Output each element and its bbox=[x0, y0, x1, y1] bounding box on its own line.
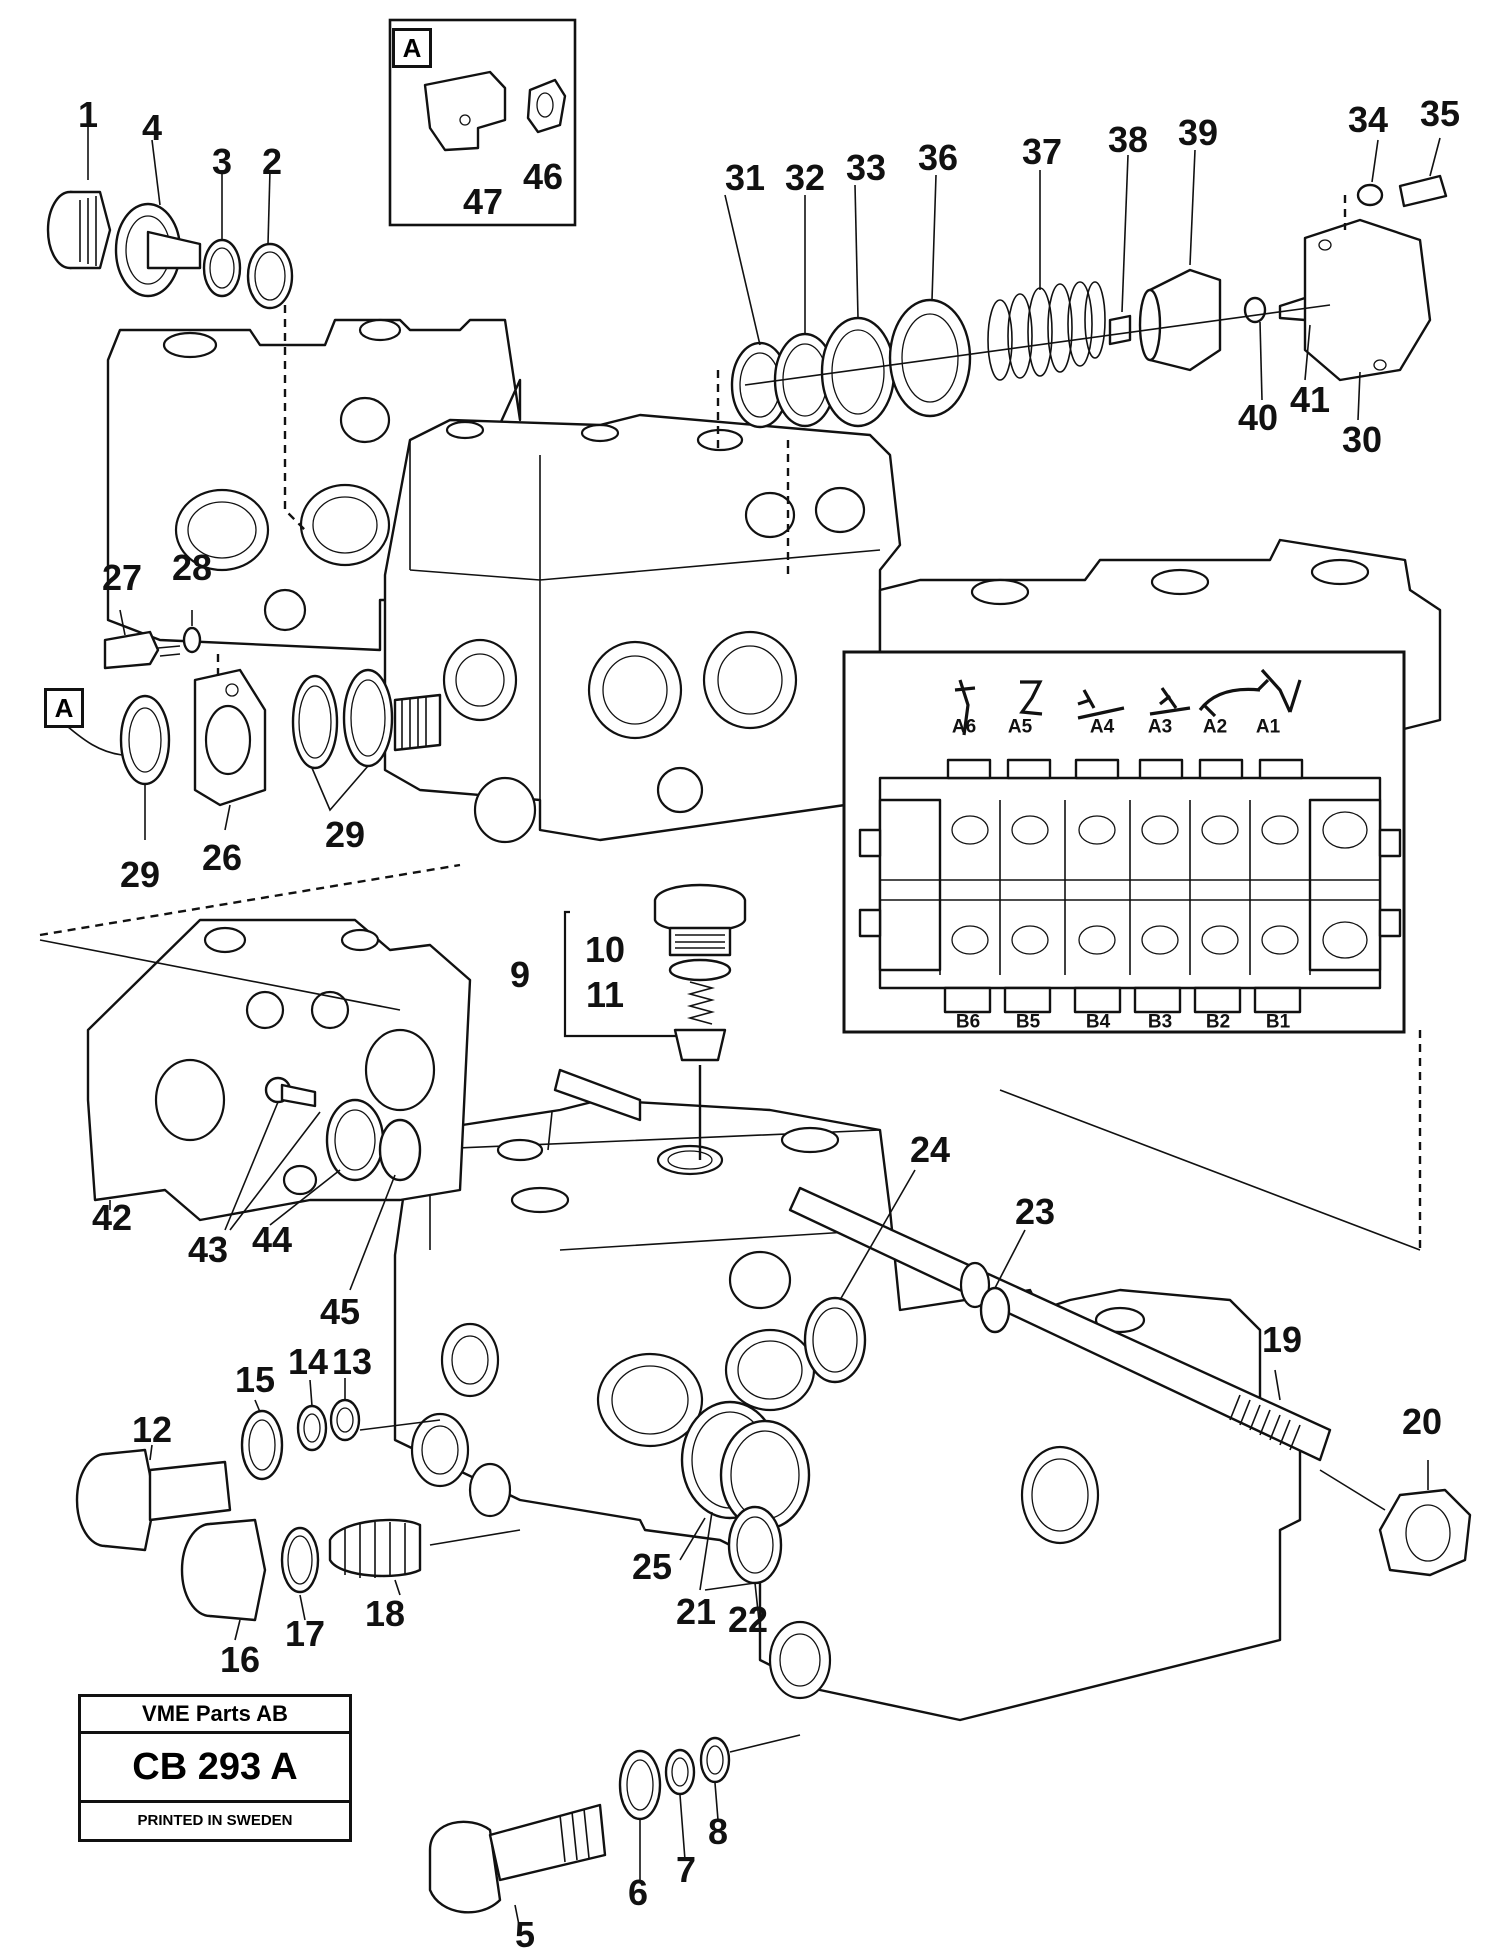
inset-port-a6: A6 bbox=[951, 716, 977, 738]
inset-port-a4: A4 bbox=[1089, 716, 1115, 738]
callout-43: 43 bbox=[187, 1229, 229, 1270]
port-flange-parts bbox=[59, 626, 394, 807]
spring-37 bbox=[987, 281, 1106, 381]
check-valve-parts bbox=[563, 883, 747, 1160]
callout-29-right: 29 bbox=[324, 814, 366, 855]
callout-26: 26 bbox=[201, 837, 243, 878]
callout-38: 38 bbox=[1107, 119, 1149, 160]
callout-40: 40 bbox=[1237, 397, 1279, 438]
callout-19: 19 bbox=[1261, 1319, 1303, 1360]
callout-37: 37 bbox=[1021, 131, 1063, 172]
callout-45: 45 bbox=[319, 1291, 361, 1332]
callout-28: 28 bbox=[171, 547, 213, 588]
stamp-drawing-number: CB 293 A bbox=[81, 1734, 349, 1803]
title-stamp: VME Parts AB CB 293 A PRINTED IN SWEDEN bbox=[78, 1694, 352, 1842]
nut-20-bore bbox=[1405, 1504, 1451, 1562]
callout-11: 11 bbox=[585, 974, 625, 1015]
leader-lines bbox=[87, 125, 1441, 1931]
stamp-company: VME Parts AB bbox=[81, 1697, 349, 1734]
callout-34: 34 bbox=[1347, 99, 1389, 140]
callout-21: 21 bbox=[675, 1591, 717, 1632]
callout-1: 1 bbox=[77, 94, 99, 135]
callout-25: 25 bbox=[631, 1546, 673, 1587]
callout-29-left: 29 bbox=[119, 854, 161, 895]
detail-a-marker-top: A bbox=[392, 28, 432, 68]
callout-17: 17 bbox=[284, 1613, 326, 1654]
callout-23: 23 bbox=[1014, 1191, 1056, 1232]
inset-port-b2: B2 bbox=[1205, 1011, 1231, 1033]
callout-16: 16 bbox=[219, 1639, 261, 1680]
callout-2: 2 bbox=[261, 141, 283, 182]
detail-a-marker-left: A bbox=[44, 688, 84, 728]
callout-7: 7 bbox=[675, 1849, 697, 1890]
detail-a-box bbox=[388, 18, 577, 227]
callout-35: 35 bbox=[1419, 93, 1461, 134]
callout-4: 4 bbox=[141, 107, 163, 148]
callout-6: 6 bbox=[627, 1872, 649, 1913]
callout-20: 20 bbox=[1401, 1401, 1443, 1442]
inset-port-b5: B5 bbox=[1015, 1011, 1041, 1033]
inlet-parts bbox=[46, 190, 306, 531]
callout-5: 5 bbox=[514, 1914, 536, 1955]
callout-14: 14 bbox=[287, 1341, 329, 1382]
stamp-printed: PRINTED IN SWEDEN bbox=[137, 1811, 293, 1829]
callout-36: 36 bbox=[917, 137, 959, 178]
callout-13: 13 bbox=[331, 1341, 373, 1382]
relief-valve-parts bbox=[716, 174, 1448, 580]
oring-parts bbox=[680, 1286, 1011, 1585]
callout-3: 3 bbox=[211, 141, 233, 182]
callout-46: 46 bbox=[522, 156, 564, 197]
bottom-plug-parts bbox=[428, 1734, 801, 1914]
callout-12: 12 bbox=[131, 1409, 173, 1450]
lower-valve-block bbox=[393, 1068, 1332, 1722]
callout-44: 44 bbox=[251, 1219, 293, 1260]
callout-18: 18 bbox=[364, 1593, 406, 1634]
callout-32: 32 bbox=[784, 157, 826, 198]
callout-42: 42 bbox=[91, 1197, 133, 1238]
inset-port-a2: A2 bbox=[1202, 716, 1228, 738]
callout-22: 22 bbox=[727, 1599, 769, 1640]
inset-port-b1: B1 bbox=[1265, 1011, 1291, 1033]
inset-port-a5: A5 bbox=[1007, 716, 1033, 738]
callout-9: 9 bbox=[509, 954, 531, 995]
callout-8: 8 bbox=[707, 1811, 729, 1852]
callout-10: 10 bbox=[584, 929, 626, 970]
inset-port-b3: B3 bbox=[1147, 1011, 1173, 1033]
inset-schematic bbox=[842, 650, 1406, 1034]
callout-30: 30 bbox=[1341, 419, 1383, 460]
callout-33: 33 bbox=[845, 147, 887, 188]
callout-24: 24 bbox=[909, 1129, 951, 1170]
callout-41: 41 bbox=[1289, 379, 1331, 420]
callout-15: 15 bbox=[234, 1359, 276, 1400]
inset-port-b4: B4 bbox=[1085, 1011, 1111, 1033]
callout-39: 39 bbox=[1177, 112, 1219, 153]
inset-port-a1: A1 bbox=[1255, 716, 1281, 738]
callout-31: 31 bbox=[724, 157, 766, 198]
inset-port-a3: A3 bbox=[1147, 716, 1173, 738]
nut-20 bbox=[1378, 1488, 1472, 1577]
callout-47: 47 bbox=[462, 181, 504, 222]
callout-27: 27 bbox=[101, 557, 143, 598]
dashed-outline-left bbox=[39, 863, 461, 937]
lower-left-plugs bbox=[75, 1398, 521, 1622]
end-plate-bolt-parts bbox=[264, 1076, 422, 1182]
inset-port-b6: B6 bbox=[955, 1011, 981, 1033]
